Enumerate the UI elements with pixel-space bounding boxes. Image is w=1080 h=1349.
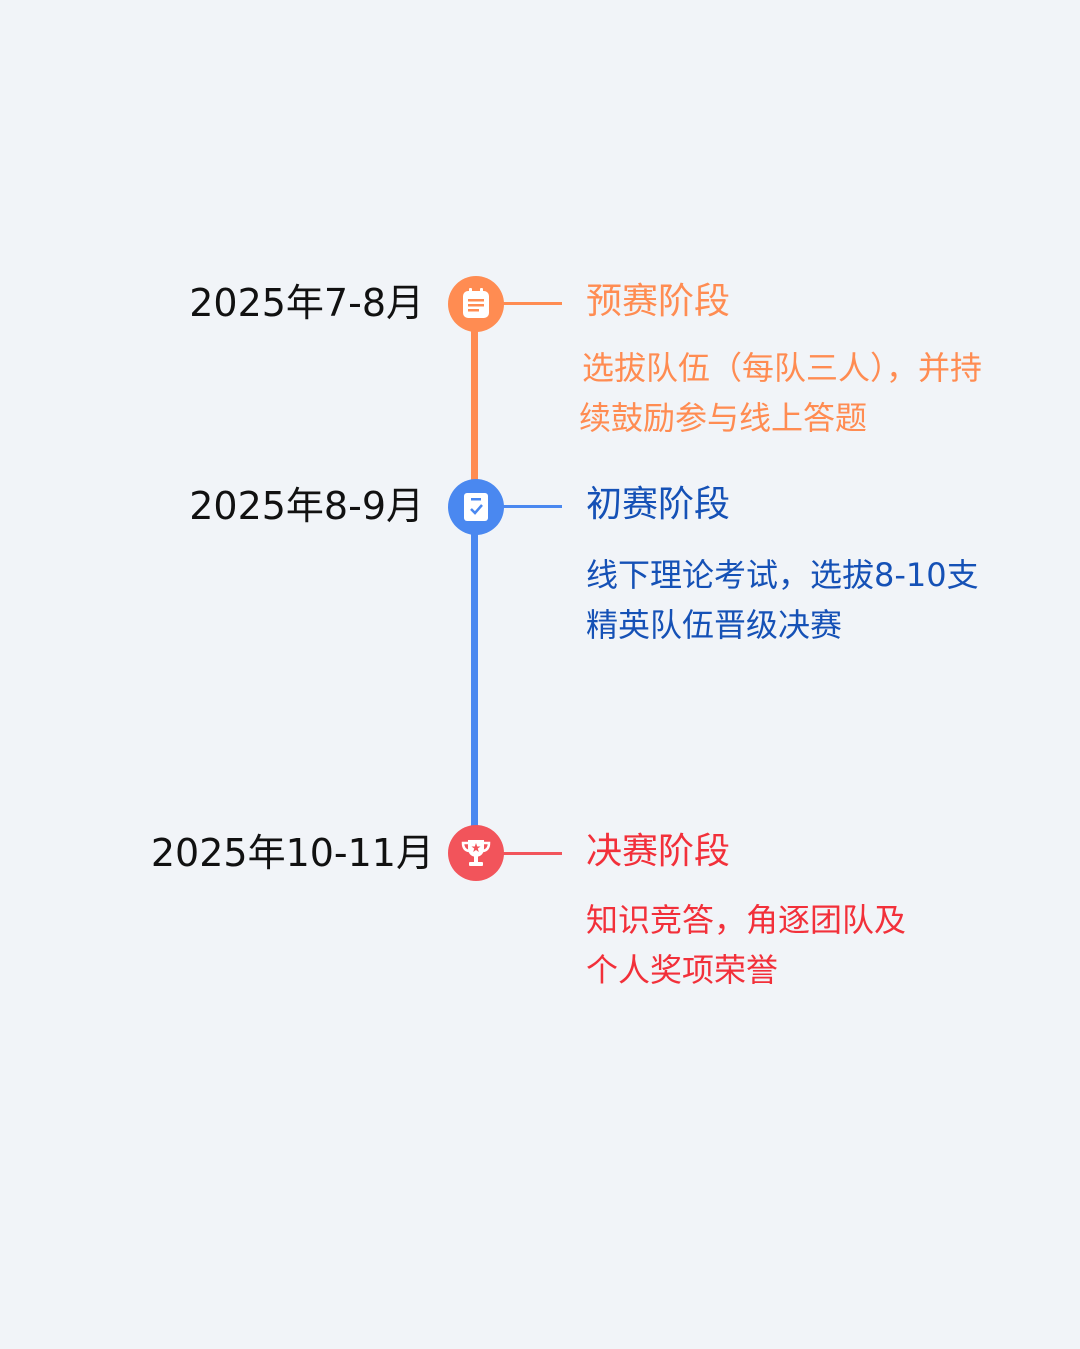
stage-date: 2025年7-8月 <box>189 281 424 325</box>
stage-node <box>448 479 504 535</box>
stage-node <box>448 825 504 881</box>
stage-description: 线下理论考试，选拔8-10支 精英队伍晋级决赛 <box>586 550 979 650</box>
desc-line: 个人奖项荣誉 <box>586 951 779 989</box>
desc-line: 知识竞答，角逐团队及 <box>586 901 907 939</box>
stage-date: 2025年8-9月 <box>189 484 424 528</box>
trophy-icon <box>461 840 491 866</box>
desc-line: 线下理论考试，选拔8-10支 <box>586 556 979 594</box>
checklist-icon <box>464 493 488 521</box>
desc-line: 续鼓励参与线上答题 <box>579 399 868 437</box>
stage-date: 2025年10-11月 <box>150 831 434 875</box>
stage-title: 预赛阶段 <box>586 281 731 322</box>
stage-node <box>448 276 504 332</box>
timeline-connector-orange <box>471 320 478 490</box>
stage-connector <box>502 505 562 508</box>
desc-line: 选拔队伍（每队三人），并持 <box>582 349 983 387</box>
stage-connector <box>502 852 562 855</box>
stage-title: 决赛阶段 <box>586 831 731 872</box>
stage-description: 知识竞答，角逐团队及 个人奖项荣誉 <box>586 895 906 995</box>
desc-line: 精英队伍晋级决赛 <box>586 606 843 644</box>
timeline-connector-blue <box>471 525 478 835</box>
stage-connector <box>502 302 562 305</box>
stage-description: 选拔队伍（每队三人），并持 续鼓励参与线上答题 <box>579 343 983 443</box>
stage-title: 初赛阶段 <box>586 484 731 525</box>
notepad-icon <box>463 288 489 318</box>
